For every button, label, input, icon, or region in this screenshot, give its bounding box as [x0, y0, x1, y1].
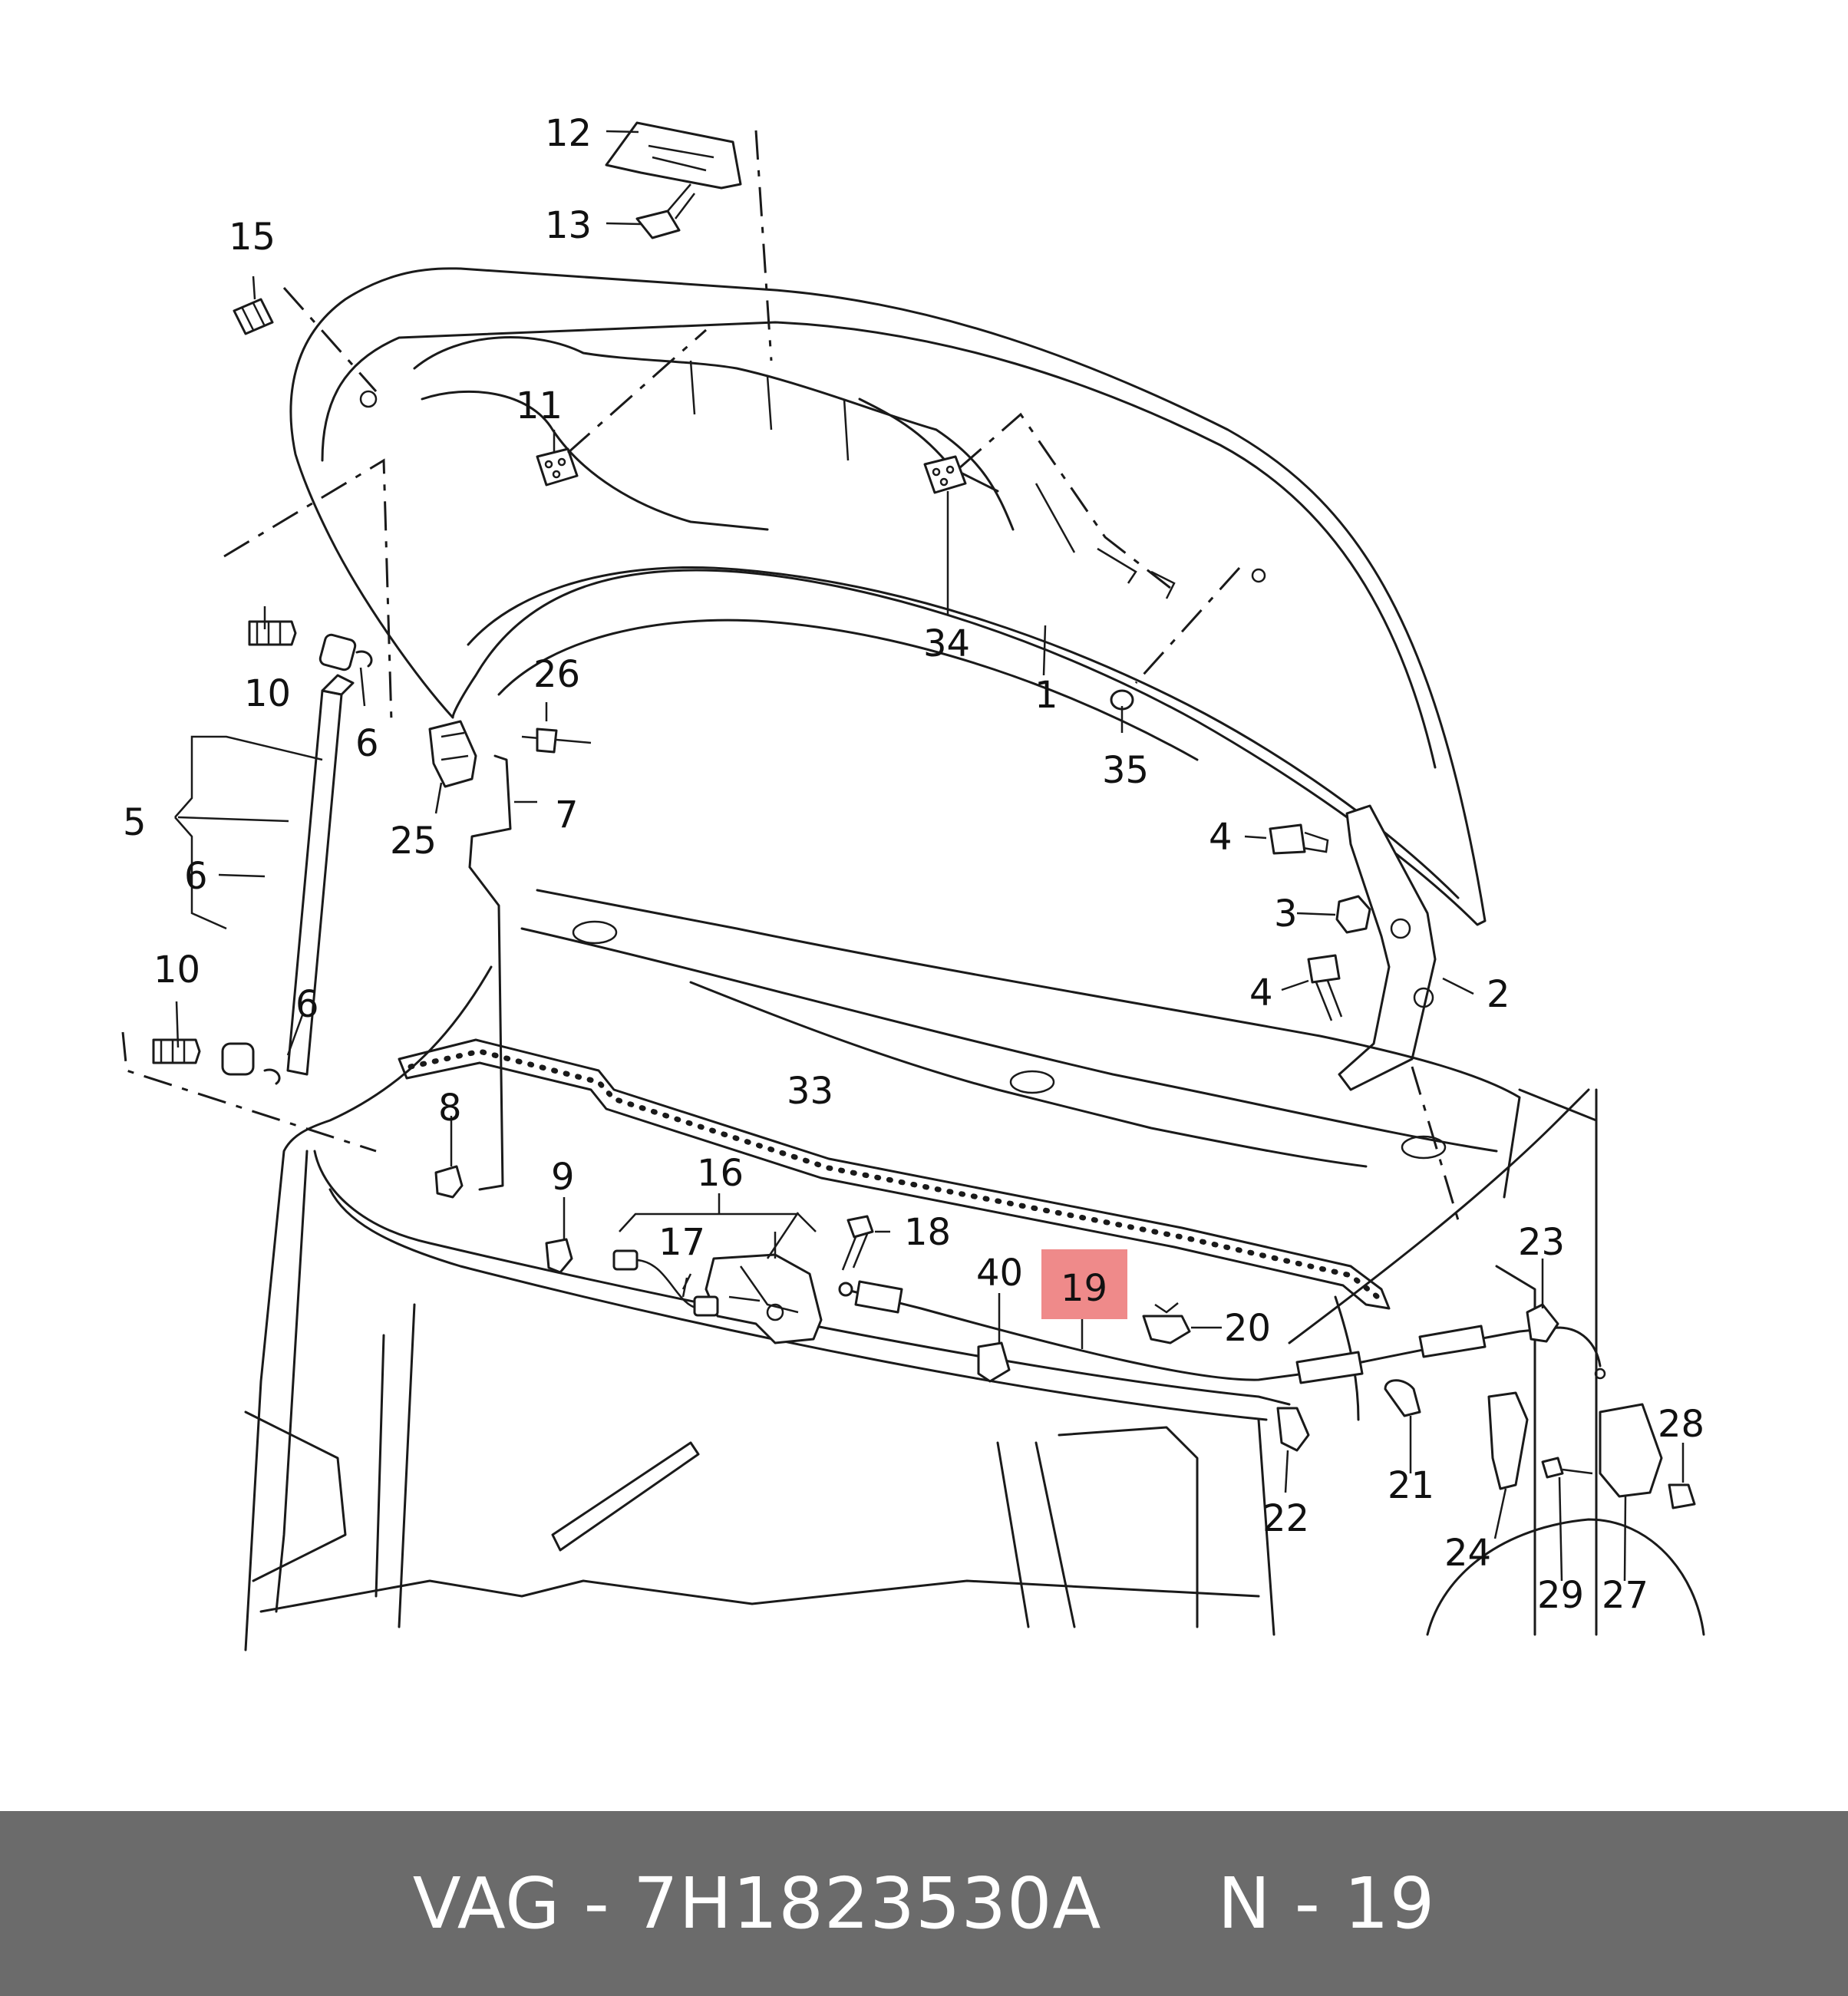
gas-strut: [221, 633, 357, 1076]
clip-40: [977, 1341, 1011, 1383]
clip-22: [1276, 1407, 1310, 1452]
label-1: 1: [1035, 674, 1058, 717]
label-6b: 6: [184, 855, 208, 898]
bracket-27: [1599, 1403, 1663, 1498]
screw-29: [1541, 1457, 1593, 1479]
label-21: 21: [1388, 1464, 1434, 1507]
highlight-box: [1041, 1249, 1127, 1319]
label-19: 19: [1061, 1267, 1107, 1310]
footer-bar: VAG - 7H1823530A N - 19: [0, 1811, 1848, 1996]
label-27: 27: [1602, 1574, 1648, 1617]
clip-6-upper: [355, 650, 373, 668]
label-2: 2: [1487, 973, 1510, 1016]
label-33: 33: [787, 1070, 833, 1113]
bracket-25: [428, 720, 477, 788]
label-20: 20: [1224, 1307, 1271, 1350]
seal-strip-33: [398, 1038, 1391, 1310]
buffer-15: [233, 298, 274, 335]
clip-9: [545, 1238, 573, 1274]
label-22: 22: [1262, 1497, 1309, 1540]
label-16: 16: [697, 1152, 744, 1195]
hinge-2: [1338, 804, 1437, 1091]
label-40: 40: [976, 1252, 1023, 1295]
parts-diagram: 12 13 15 11 34 1 35 26 10 6 5 6 7 25 10 …: [121, 112, 1705, 1651]
bolt-4-upper: [1269, 823, 1329, 855]
label-15: 15: [229, 216, 276, 259]
label-18: 18: [904, 1211, 951, 1254]
bolt-10-lower: [152, 1038, 201, 1064]
screw-18: [841, 1215, 874, 1271]
buffer-11: [536, 447, 579, 487]
label-10a: 10: [244, 672, 291, 715]
striker-plate-12: [605, 121, 742, 190]
buffer-34: [923, 455, 967, 494]
grommet-8: [434, 1165, 464, 1199]
release-cable-19: [843, 1288, 1602, 1381]
label-25: 25: [390, 820, 437, 863]
nut-3: [1335, 895, 1371, 934]
label-29: 29: [1537, 1574, 1584, 1617]
clip-20: [1142, 1302, 1191, 1344]
label-12: 12: [545, 112, 592, 155]
pin-26: [521, 727, 592, 754]
label-26: 26: [533, 653, 580, 696]
label-35: 35: [1102, 749, 1149, 792]
reference-lines: [121, 130, 1460, 1221]
label-6a: 6: [355, 722, 379, 765]
label-4b: 4: [1249, 972, 1273, 1014]
clip-28: [1668, 1483, 1696, 1509]
label-10b: 10: [153, 949, 200, 991]
handle-23: [1526, 1303, 1606, 1380]
label-28: 28: [1658, 1403, 1704, 1446]
switch-17: [612, 1249, 719, 1317]
part-number-caption: VAG - 7H1823530A N - 19: [412, 1862, 1436, 1945]
bonnet-outline: [289, 267, 1487, 926]
label-11: 11: [516, 384, 563, 427]
label-3: 3: [1274, 892, 1298, 935]
bolt-4-lower: [1307, 954, 1343, 1021]
bolt-13: [635, 183, 695, 239]
label-7: 7: [555, 793, 579, 836]
label-24: 24: [1444, 1532, 1491, 1575]
label-9: 9: [551, 1156, 575, 1199]
leader-lines: [174, 130, 1685, 1582]
label-34: 34: [923, 622, 970, 665]
label-4a: 4: [1209, 816, 1233, 859]
clip-6-lower: [263, 1068, 281, 1085]
label-17: 17: [658, 1221, 705, 1264]
label-8: 8: [438, 1087, 462, 1130]
label-13: 13: [545, 204, 592, 247]
label-5: 5: [123, 801, 147, 844]
label-6c: 6: [295, 983, 319, 1026]
label-23: 23: [1518, 1221, 1565, 1264]
bolt-10-upper: [248, 620, 297, 646]
clip-21: [1384, 1379, 1421, 1417]
handle-24: [1487, 1391, 1529, 1490]
body-frame: [244, 889, 1705, 1651]
support-rod-7: [468, 754, 512, 1191]
